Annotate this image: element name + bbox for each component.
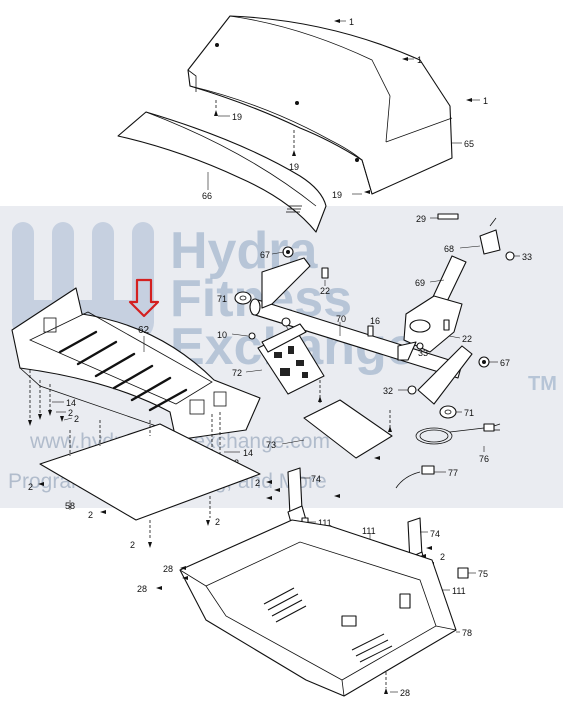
screws-2-upright-left <box>266 480 340 500</box>
callout-58: 58 <box>65 501 75 511</box>
incline-bracket-68 <box>459 217 501 255</box>
screws-1 <box>334 19 480 102</box>
switch-75 <box>457 567 476 579</box>
screw-22-upper <box>321 267 329 286</box>
pin-29 <box>430 213 459 220</box>
callout-14a: 14 <box>66 398 76 408</box>
callout-16: 16 <box>370 316 380 326</box>
motor-hood-65 <box>187 15 453 195</box>
callout-66: 66 <box>202 191 212 201</box>
hood-base-grille <box>58 330 188 412</box>
callout-29: 29 <box>416 214 426 224</box>
callout-65: 65 <box>464 139 474 149</box>
callout-111a: 111 <box>318 518 332 528</box>
power-cord-76 <box>415 423 501 452</box>
screw-22-lower <box>443 319 461 339</box>
callout-75: 75 <box>478 569 488 579</box>
callout-67b: 67 <box>500 358 510 368</box>
nut-33-upper <box>505 251 520 261</box>
callout-1a: 1 <box>349 17 354 27</box>
drive-motor-69 <box>397 255 467 361</box>
callout-71b: 71 <box>464 408 474 418</box>
callout-70: 70 <box>336 314 346 324</box>
screws-19 <box>214 100 370 195</box>
screw-16 <box>367 325 374 337</box>
callout-62: 62 <box>138 325 150 336</box>
callout-73: 73 <box>266 440 276 450</box>
callout-74a: 74 <box>311 474 321 484</box>
callout-1b: 1 <box>417 55 422 65</box>
callout-77: 77 <box>448 468 458 478</box>
callout-19a: 19 <box>232 112 242 122</box>
callout-14b: 14 <box>243 448 253 458</box>
callout-71a: 71 <box>217 294 227 304</box>
motor-base-pan-78 <box>179 519 460 697</box>
callout-28a: 28 <box>163 564 173 574</box>
hardware-10 <box>231 332 256 340</box>
washer-32-right <box>398 385 417 395</box>
callout-69: 69 <box>415 278 425 288</box>
pulley-71-right <box>439 405 462 419</box>
watermark-line2: Fitness <box>170 270 352 328</box>
callout-2f: 2 <box>88 510 93 520</box>
base-pan-vents <box>263 587 393 663</box>
callout-2i: 2 <box>440 552 445 562</box>
hood-base-screws-left <box>28 370 73 426</box>
plate-73 <box>281 380 393 460</box>
callout-19b: 19 <box>289 162 299 172</box>
callout-74b: 74 <box>430 529 440 539</box>
watermark-trademark: TM <box>528 373 557 395</box>
callout-33b: 33 <box>418 348 428 358</box>
callout-2g: 2 <box>215 517 220 527</box>
callout-2h: 2 <box>130 540 135 550</box>
motor-crossbar-70 <box>249 298 463 379</box>
strain-relief-77 <box>395 465 446 489</box>
nut-33-lower <box>416 342 424 350</box>
callout-67a: 67 <box>260 250 270 260</box>
callout-33a: 33 <box>522 252 532 262</box>
callout-22b: 22 <box>462 334 472 344</box>
callout-72: 72 <box>232 368 242 378</box>
callout-10: 10 <box>217 330 227 340</box>
callout-2d: 2 <box>28 482 33 492</box>
callout-28c: 28 <box>400 688 410 698</box>
bottom-plate-58 <box>38 420 261 548</box>
callout-111c: 111 <box>452 586 466 596</box>
controller-board-72 <box>245 323 325 395</box>
callout-2b: 2 <box>74 414 79 424</box>
washer-32-left <box>281 317 291 333</box>
callout-28b: 28 <box>137 584 147 594</box>
callout-19c: 19 <box>332 190 342 200</box>
callout-1c: 1 <box>483 96 488 106</box>
callout-2e: 2 <box>255 478 260 488</box>
right-bracket <box>417 345 498 405</box>
callout-32b: 32 <box>383 386 393 396</box>
callout-68: 68 <box>444 244 454 254</box>
callout-22a: 22 <box>320 286 330 296</box>
pulley-71-left <box>234 291 252 305</box>
highlight-arrow <box>128 278 160 318</box>
hood-front-panel-66 <box>117 111 327 233</box>
callout-76: 76 <box>479 454 489 464</box>
callout-111b: 111 <box>362 526 376 536</box>
callout-2a: 2 <box>68 408 73 418</box>
screws-28 <box>156 566 398 694</box>
callout-78: 78 <box>462 628 472 638</box>
left-bracket <box>261 246 311 309</box>
